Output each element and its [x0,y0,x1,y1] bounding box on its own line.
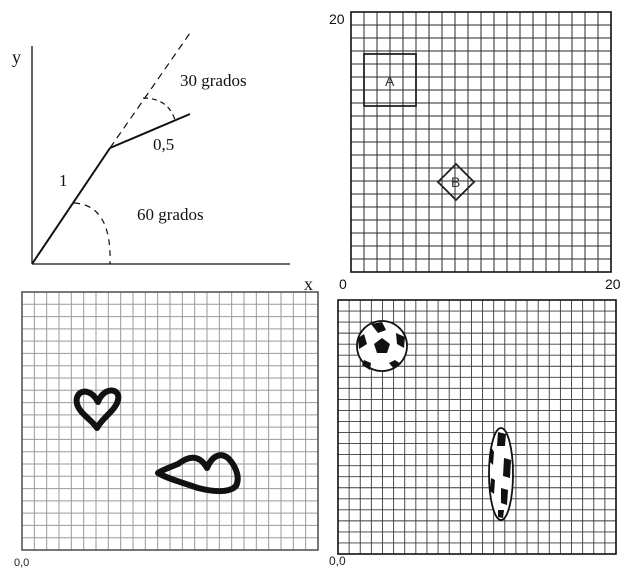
segment-length-half [109,113,191,149]
x-max-label: 20 [605,276,621,292]
segment-2-label: 0,5 [153,135,174,154]
grid-hearts [21,291,319,551]
angle-60-label: 60 grados [137,205,204,224]
heart-stretched [155,452,241,495]
square-a [363,53,417,107]
y-max-label: 20 [329,11,345,27]
soccer-ball-round [356,320,408,372]
panel-grid-hearts: 0,0 [14,291,319,569]
square-a-label: A [385,73,395,89]
origin-label: 0,0 [329,554,346,568]
panel-grid-balls: 0,0 [329,299,617,568]
grid-border [337,299,617,555]
heart-small [73,387,122,431]
grid-border [21,291,319,551]
origin-label: 0,0 [14,557,29,569]
angle-arc-60 [73,202,111,265]
square-b-rotated [436,162,476,202]
panel-angle-diagram: y x 1 0,5 60 grados 30 grados [12,32,313,294]
x-axis-label: x [304,274,313,294]
y-axis-label: y [12,47,21,67]
angle-30-label: 30 grados [180,71,247,90]
square-b-label: B [451,174,460,190]
origin-label: 0 [339,276,347,292]
soccer-ball-stretched [488,427,514,521]
segment-length-1 [31,147,111,265]
angle-arc-30 [142,97,176,121]
segment-1-label: 1 [59,171,68,190]
panel-grid-squares: A B 20 0 20 [329,11,621,292]
grid-border [350,11,612,273]
grid-20x20 [350,11,612,273]
